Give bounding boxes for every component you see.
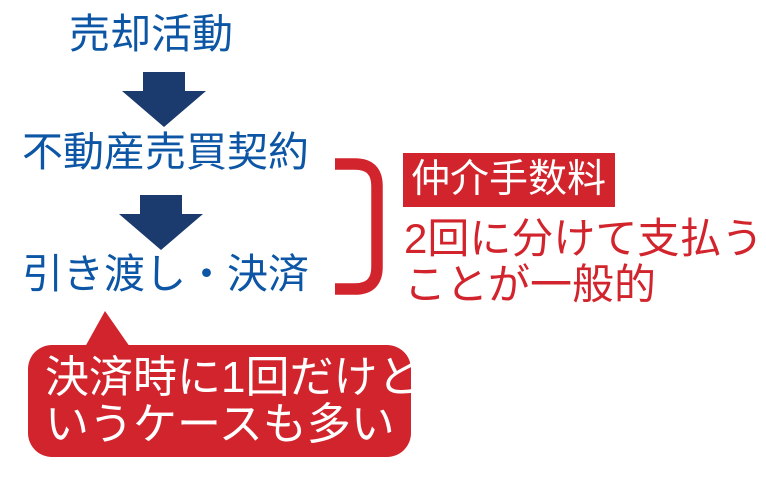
fee-note-line2: ことが一般的: [404, 261, 657, 308]
bracket-shape: [335, 158, 383, 295]
fee-badge: 仲介手数料: [403, 153, 615, 207]
bubble-tail-shape: [85, 311, 130, 347]
down-arrow-icon: [119, 195, 203, 250]
down-arrow-icon: [122, 72, 206, 127]
fee-note-line1: 2回に分けて支払う: [404, 215, 764, 262]
bracket-icon: [335, 158, 383, 295]
speech-bubble-tail-icon: [85, 311, 130, 347]
speech-bubble-line1: 決済時に1回だけと: [45, 353, 422, 402]
flow-step-handover-settlement: 引き渡し・決済: [22, 251, 309, 297]
down-arrow-shape: [119, 195, 203, 250]
flow-step-contract: 不動産売買契約: [22, 129, 309, 175]
speech-bubble: 決済時に1回だけと いうケースも多い: [28, 345, 421, 457]
fee-note: 2回に分けて支払う ことが一般的: [404, 216, 763, 308]
flow-step-sales-activity: 売却活動: [69, 11, 233, 57]
down-arrow-shape: [122, 72, 206, 127]
speech-bubble-line2: いうケースも多い: [45, 400, 395, 449]
